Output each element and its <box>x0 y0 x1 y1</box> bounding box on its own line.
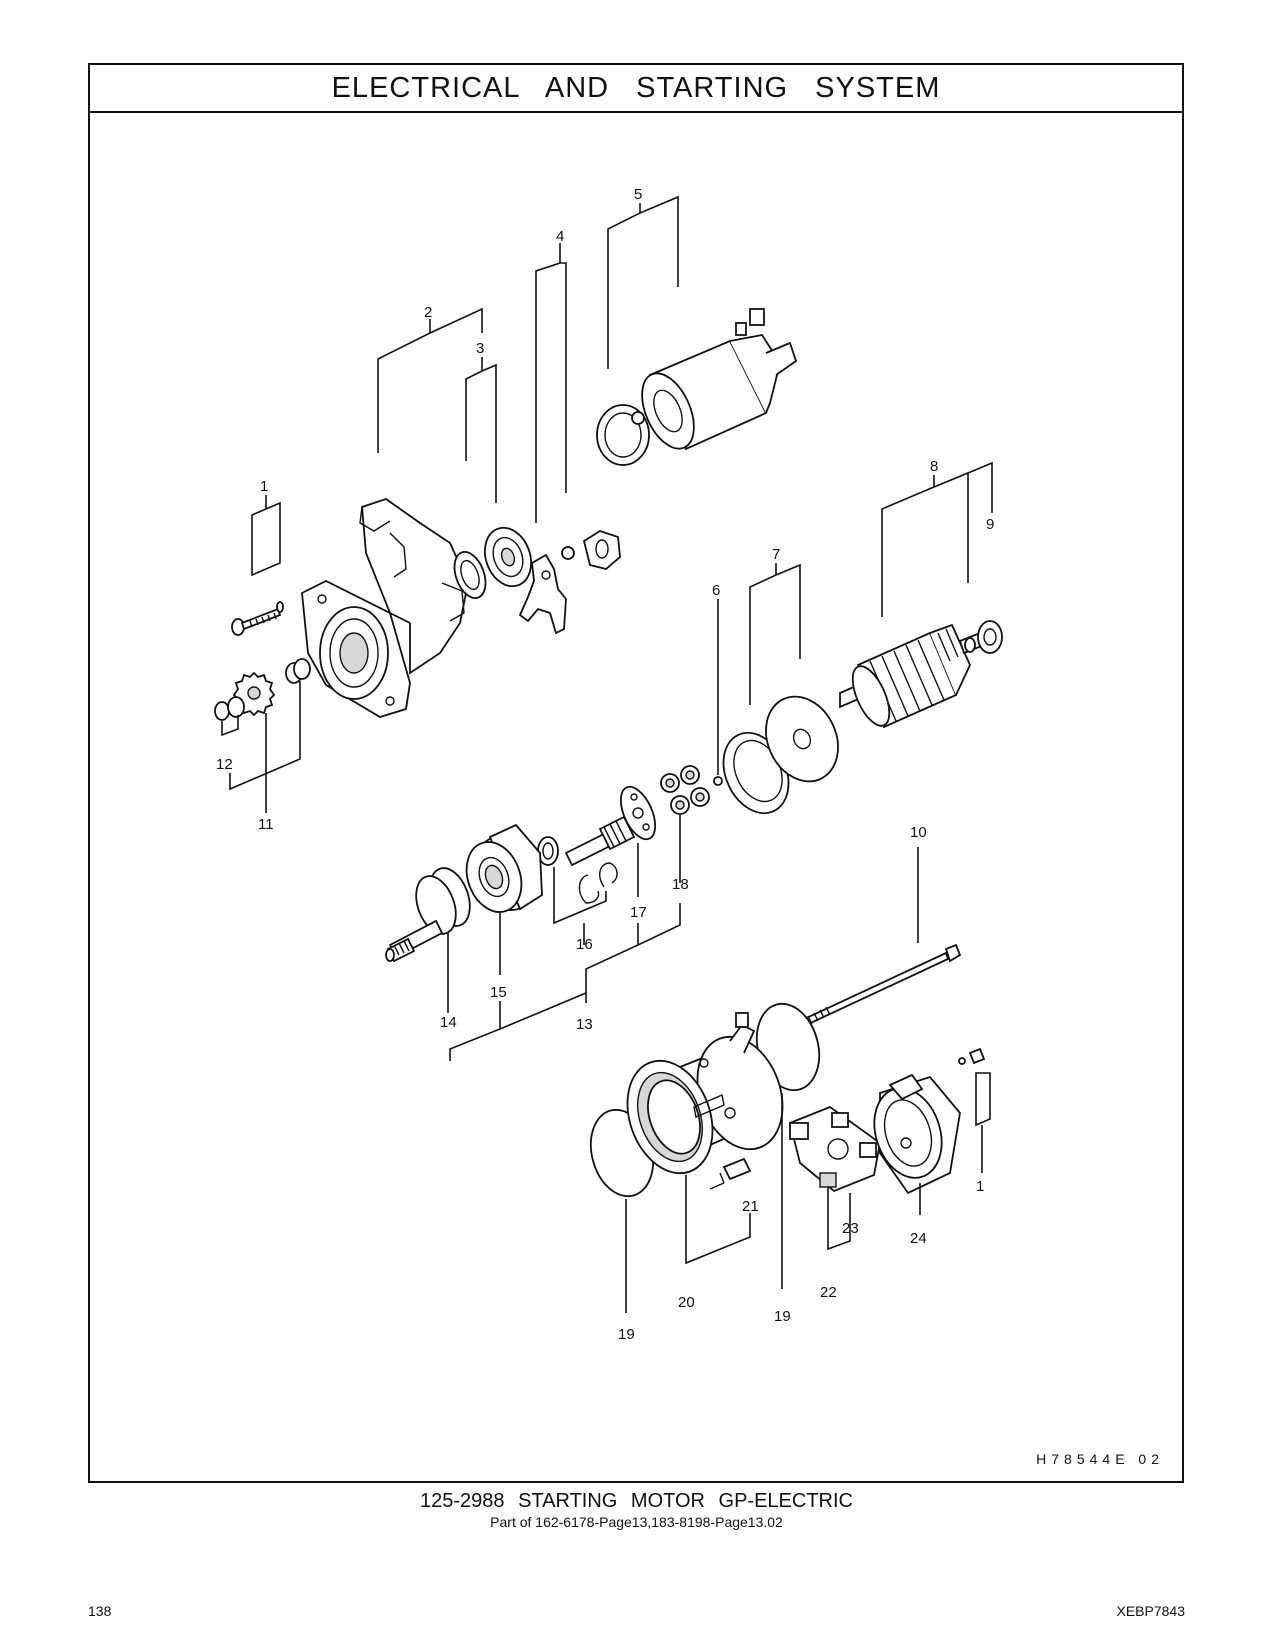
callout-20: 20 <box>678 1294 695 1311</box>
exploded-parts-diagram: 5 4 2 3 1 8 9 7 6 12 11 10 18 17 16 15 1… <box>90 113 1182 1481</box>
callout-15: 15 <box>490 984 507 1001</box>
part-3-bearing <box>453 526 532 599</box>
callout-6: 6 <box>712 582 720 599</box>
callout-5: 5 <box>634 186 642 203</box>
callout-4: 4 <box>556 228 564 245</box>
part-11-pinion-gear <box>232 671 276 717</box>
callout-21: 21 <box>742 1198 759 1215</box>
callout-24: 24 <box>910 1230 927 1247</box>
callout-2: 2 <box>424 304 432 321</box>
part-21-brush <box>709 1157 752 1190</box>
part-8-armature <box>839 623 986 729</box>
callout-1-bottom: 1 <box>976 1178 984 1195</box>
part-7-plate <box>722 695 839 815</box>
page-title: ELECTRICAL AND STARTING SYSTEM <box>331 71 941 104</box>
callout-18: 18 <box>672 876 689 893</box>
callout-3: 3 <box>476 340 484 357</box>
part-1-bolt-top <box>231 601 284 636</box>
part-18-planet-gears <box>660 765 710 815</box>
part-9-bearing <box>964 620 1003 654</box>
callout-13: 13 <box>576 1016 593 1033</box>
callout-12: 12 <box>216 756 233 773</box>
callout-9: 9 <box>986 516 994 533</box>
callout-10: 10 <box>910 824 927 841</box>
callout-23: 23 <box>842 1220 859 1237</box>
page-number: 138 <box>88 1603 112 1619</box>
document-id: XEBP7843 <box>1116 1603 1186 1619</box>
part-24-end-cover <box>873 1073 961 1195</box>
figure-caption: 125-2988 STARTING MOTOR GP-ELECTRIC Part… <box>0 1490 1273 1530</box>
title-bar: ELECTRICAL AND STARTING SYSTEM <box>90 65 1182 113</box>
part-1-screw-bottom <box>958 1047 986 1065</box>
parts-diagram-svg: 5 4 2 3 1 8 9 7 6 12 11 10 18 17 16 15 1… <box>214 186 1003 1343</box>
callout-7: 7 <box>772 546 780 563</box>
part-2-drive-housing <box>301 498 469 718</box>
part-10-through-bolt <box>798 943 962 1029</box>
callout-11: 11 <box>258 816 274 833</box>
part-20-yoke <box>626 1012 784 1175</box>
caption-sub: Part of 162-6178-Page13,183-8198-Page13.… <box>490 1514 783 1530</box>
diagram-frame: ELECTRICAL AND STARTING SYSTEM <box>88 63 1184 1483</box>
part-6-ball <box>713 776 723 786</box>
part-4-shift-lever <box>518 530 621 635</box>
part-14-output-shaft <box>385 867 471 963</box>
callout-labels: 5 4 2 3 1 8 9 7 6 12 11 10 18 17 16 15 1… <box>216 186 994 1343</box>
callout-22: 22 <box>820 1284 837 1301</box>
illustration-code: H78544E 02 <box>1036 1451 1164 1467</box>
callout-8: 8 <box>930 458 938 475</box>
part-12-snap-ring <box>214 658 311 721</box>
leader-lines <box>221 195 993 1313</box>
callout-1-top: 1 <box>260 478 268 495</box>
callout-19-left: 19 <box>618 1326 635 1343</box>
callout-16: 16 <box>576 936 593 953</box>
callout-19-right: 19 <box>774 1308 791 1325</box>
callout-14: 14 <box>440 1014 457 1031</box>
part-17-shaft <box>564 785 657 867</box>
part-22-brush-holder <box>788 1105 881 1193</box>
part-5-solenoid <box>596 308 798 466</box>
caption-main: 125-2988 STARTING MOTOR GP-ELECTRIC <box>420 1490 853 1512</box>
callout-17: 17 <box>630 904 647 921</box>
part-15-gear-housing <box>465 823 543 913</box>
